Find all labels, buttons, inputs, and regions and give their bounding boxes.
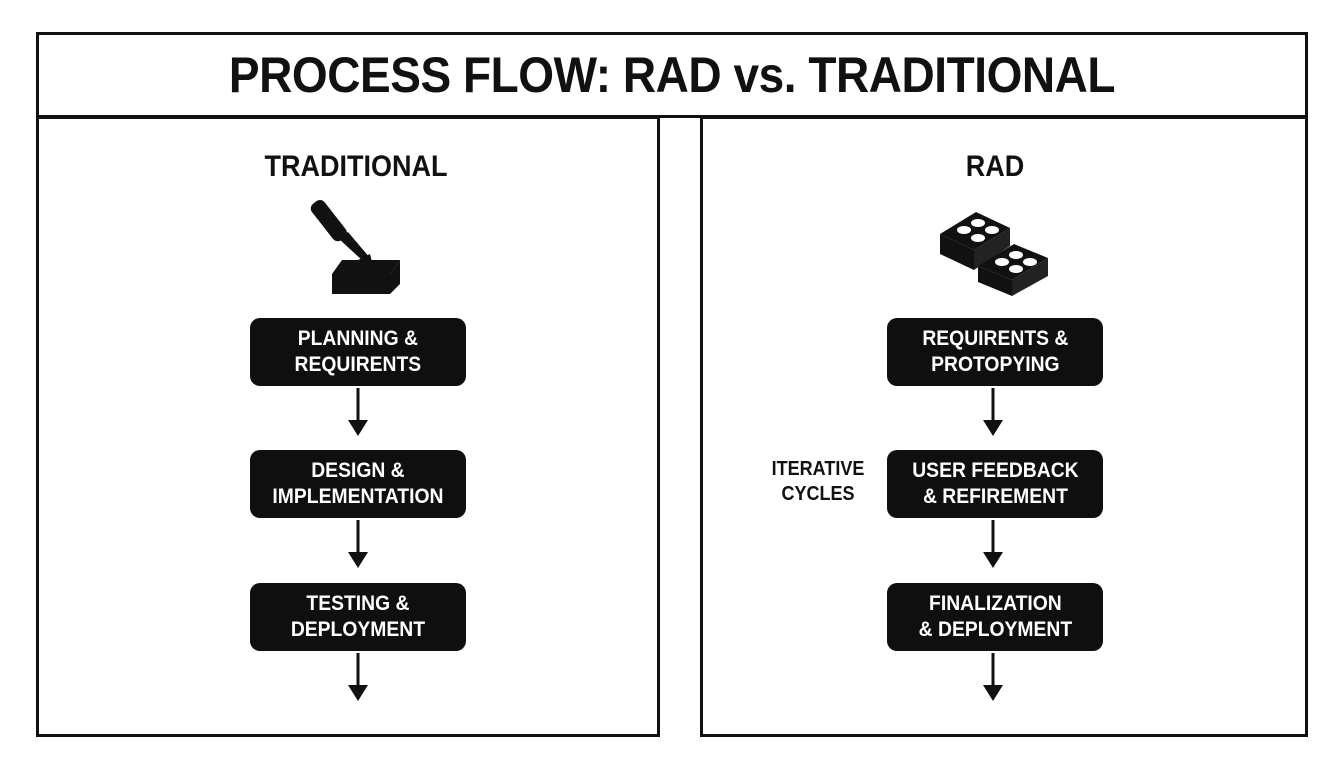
title-box: PROCESS FLOW: RAD vs. TRADITIONAL xyxy=(36,32,1308,118)
step-design-implementation: DESIGN & IMPLEMENTATION xyxy=(250,450,466,518)
building-blocks-icon xyxy=(940,212,1048,296)
chisel-block-icon xyxy=(310,199,400,294)
step-user-feedback-refinement: USER FEEDBACK & REFIREMENT xyxy=(887,450,1103,518)
step-requirements-prototyping: REQUIRENTS & PROTOPYING xyxy=(887,318,1103,386)
step-planning-requirements: PLANNING & REQUIRENTS xyxy=(250,318,466,386)
arrow-down-icon xyxy=(983,653,1003,701)
iterative-cycles-label: ITERATIVE CYCLES xyxy=(771,458,865,505)
step-finalization-deployment: FINALIZATION & DEPLOYMENT xyxy=(887,583,1103,651)
rad-heading: RAD xyxy=(965,150,1025,183)
arrow-down-icon xyxy=(348,520,368,568)
page-title: PROCESS FLOW: RAD vs. TRADITIONAL xyxy=(228,47,1116,103)
arrow-down-icon xyxy=(348,388,368,436)
step-testing-deployment: TESTING & DEPLOYMENT xyxy=(250,583,466,651)
arrow-down-icon xyxy=(983,388,1003,436)
arrow-down-icon xyxy=(983,520,1003,568)
arrow-down-icon xyxy=(348,653,368,701)
traditional-heading: TRADITIONAL xyxy=(264,150,448,183)
